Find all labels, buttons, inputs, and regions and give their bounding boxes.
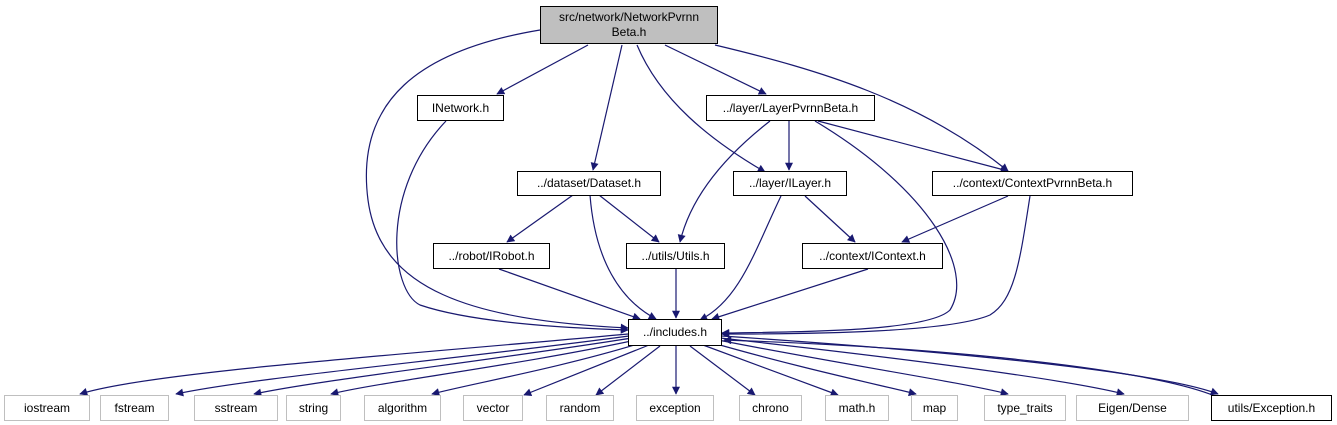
node-sstream: sstream: [194, 395, 278, 421]
node-network-pvrnn-beta: src/network/NetworkPvrnn Beta.h: [540, 6, 718, 44]
edge-includes-map: [712, 342, 917, 397]
edge-includes-fstream: [175, 335, 630, 397]
edge-dataset-utils: [598, 194, 660, 243]
edge-context-pvrnn-icontext: [901, 195, 1009, 243]
edge-includes-type-traits: [717, 339, 1009, 397]
edge-root-context-pvrnn: [714, 44, 1009, 172]
edge-root-ilayer: [636, 44, 766, 173]
edge-root-inetwork: [496, 44, 589, 95]
edge-irobot-includes: [498, 268, 641, 321]
edge-layer-pvrnn-context: [817, 120, 1009, 174]
edge-root-layer-pvrnn: [664, 44, 767, 95]
edge-ilayer-icontext: [804, 195, 856, 243]
node-string: string: [286, 395, 341, 421]
edge-root-dataset: [590, 44, 623, 171]
edge-includes-vector: [523, 344, 650, 397]
edge-root-includes: [365, 29, 629, 332]
edge-includes-chrono: [689, 345, 756, 396]
node-ilayer[interactable]: ../layer/ILayer.h: [733, 171, 847, 196]
node-utils-exception[interactable]: utils/Exception.h: [1211, 395, 1332, 421]
edge-dataset-irobot: [506, 194, 574, 243]
edge-includes-string: [330, 339, 637, 397]
node-exception: exception: [636, 395, 714, 421]
edge-context-pvrnn-includes: [721, 195, 1031, 338]
node-random: random: [546, 395, 614, 421]
node-fstream: fstream: [100, 395, 169, 421]
edge-includes-random: [595, 345, 661, 396]
node-dataset[interactable]: ../dataset/Dataset.h: [517, 171, 661, 196]
edge-layer-pvrnn-includes: [721, 120, 958, 337]
node-vector: vector: [463, 395, 523, 421]
edge-includes-math: [702, 344, 839, 397]
node-eigen-dense: Eigen/Dense: [1076, 395, 1189, 421]
edge-ilayer-includes: [699, 195, 782, 321]
node-includes[interactable]: ../includes.h: [628, 319, 722, 346]
node-iostream: iostream: [4, 395, 90, 421]
edge-layer-pvrnn-utils: [677, 120, 771, 243]
edge-includes-utils-exception: [721, 335, 1219, 396]
edge-includes-sstream: [253, 337, 633, 397]
node-chrono: chrono: [739, 395, 802, 421]
edge-includes-eigen: [719, 337, 1125, 397]
node-irobot[interactable]: ../robot/IRobot.h: [433, 243, 550, 269]
edge-inetwork-includes: [396, 120, 629, 334]
node-context-pvrnn-beta[interactable]: ../context/ContextPvrnnBeta.h: [932, 171, 1133, 196]
node-inetwork[interactable]: INetwork.h: [417, 95, 504, 121]
node-algorithm: algorithm: [364, 395, 441, 421]
node-map: map: [911, 395, 958, 421]
node-layer-pvrnn-beta[interactable]: ../layer/LayerPvrnnBeta.h: [706, 95, 875, 121]
edge-utils-exception-includes: [723, 336, 1216, 397]
edge-icontext-includes: [711, 268, 869, 321]
edge-includes-algorithm: [431, 342, 642, 397]
edge-dataset-includes: [589, 194, 657, 320]
node-type-traits: type_traits: [984, 395, 1066, 421]
edge-includes-iostream: [79, 333, 629, 396]
node-math-h: math.h: [825, 395, 889, 421]
node-utils[interactable]: ../utils/Utils.h: [626, 243, 725, 269]
node-icontext[interactable]: ../context/IContext.h: [802, 243, 943, 269]
